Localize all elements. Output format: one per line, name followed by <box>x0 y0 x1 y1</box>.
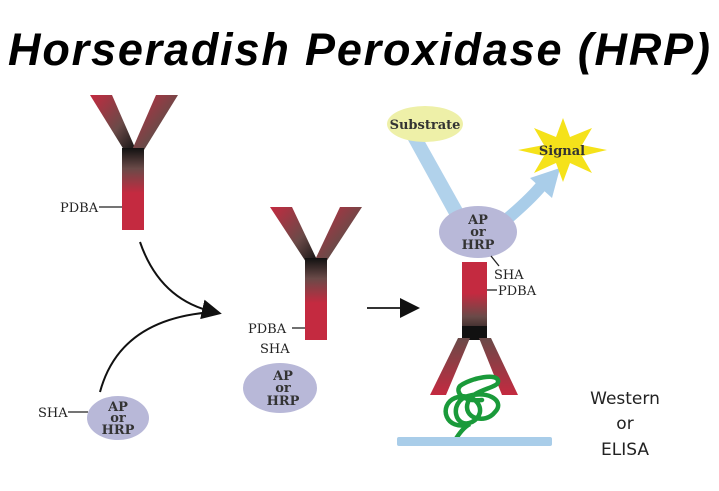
enzyme-1 <box>87 396 149 440</box>
sha-label-2: SHA <box>260 342 290 357</box>
pdba-label-1: PDBA <box>60 201 99 216</box>
sha-label-3: SHA <box>494 268 524 283</box>
enzyme-2 <box>243 363 317 413</box>
signal-label: Signal <box>539 144 585 159</box>
enzyme-2-text: or <box>275 381 291 396</box>
enzyme-2-text: HRP <box>267 394 300 409</box>
signal-star <box>518 118 607 182</box>
enzyme-3 <box>439 206 517 258</box>
assay-label-elisa: ELISA <box>601 440 649 460</box>
substrate-ellipse <box>387 106 463 142</box>
substrate-arrow <box>408 140 466 220</box>
antibody-1 <box>90 95 178 230</box>
antigen-protein <box>443 374 501 445</box>
enzyme-1-text: HRP <box>102 423 135 438</box>
sha-label-1: SHA <box>38 406 68 421</box>
antibody-3 <box>430 262 518 395</box>
enzyme-1-text: or <box>110 411 126 426</box>
surface-bar <box>397 437 552 446</box>
assay-label-western: Western <box>590 389 660 409</box>
page-title: Horseradish Peroxidase (HRP) <box>8 24 710 75</box>
assay-label-or: or <box>616 414 633 434</box>
antibody-2 <box>270 207 362 340</box>
enzyme-1-text: AP <box>107 400 128 415</box>
pdba-label-3: PDBA <box>498 284 537 299</box>
arrow-curve-2 <box>99 311 215 393</box>
arrow-curve-1 <box>139 241 222 320</box>
pdba-label-2: PDBA <box>248 322 287 337</box>
substrate-label: Substrate <box>390 118 461 133</box>
enzyme-2-text: AP <box>272 369 293 384</box>
enzyme-3-text: AP <box>467 213 488 228</box>
enzyme-3-text: or <box>470 225 486 240</box>
enzyme-3-text: HRP <box>462 238 495 253</box>
